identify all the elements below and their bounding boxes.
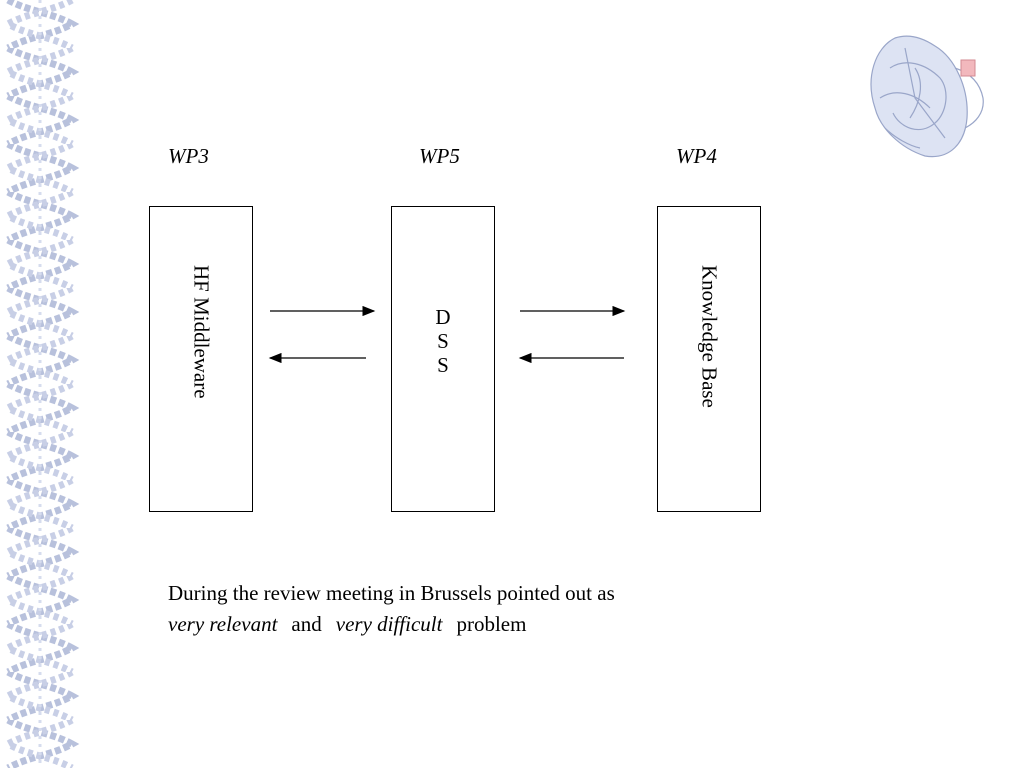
dss-letter: D (435, 305, 451, 329)
knowledge-base-label: Knowledge Base (697, 265, 722, 408)
wp3-label: WP3 (168, 144, 209, 168)
dss-box: D S S (391, 206, 495, 512)
hf-middleware-box: HF Middleware (149, 206, 253, 512)
caption-line-2: very relevant and very difficult problem (168, 609, 615, 640)
caption-text: During the review meeting in Brussels po… (168, 578, 615, 640)
dss-label: D S S (392, 305, 494, 377)
caption-conjunction: and (291, 612, 322, 636)
caption-term-relevant: very relevant (168, 612, 278, 636)
hf-middleware-label: HF Middleware (189, 265, 214, 399)
wp5-label: WP5 (419, 144, 460, 168)
caption-line-1: During the review meeting in Brussels po… (168, 581, 615, 605)
braided-border-decoration (0, 0, 80, 768)
wp4-label: WP4 (676, 144, 717, 168)
institution-logo (870, 35, 984, 158)
dss-letter: S (437, 329, 449, 353)
caption-tail: problem (456, 612, 527, 636)
caption-term-difficult: very difficult (335, 612, 443, 636)
knowledge-base-box: Knowledge Base (657, 206, 761, 512)
dss-letter: S (437, 353, 449, 377)
